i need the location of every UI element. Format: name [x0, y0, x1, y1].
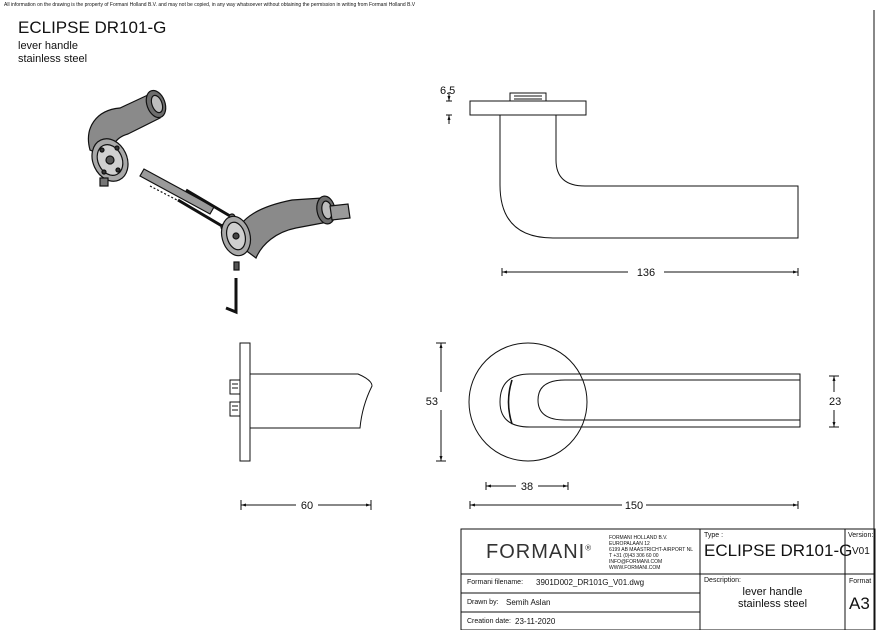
- copyright-disclaimer: All information on the drawing is the pr…: [4, 2, 416, 8]
- type-label: Type :: [704, 532, 724, 539]
- filename-value: 3901D002_DR101G_V01.dwg: [536, 578, 645, 587]
- description-line1: lever handle: [742, 586, 803, 598]
- dim-front-height: 23: [829, 396, 841, 408]
- company-name: FORMANI HOLLAND B.V.: [609, 535, 668, 541]
- description-label: Description:: [704, 577, 741, 584]
- top-view-spindle-boss: [509, 92, 547, 102]
- company-city: 6199 AB MAASTRICHT-AIRPORT NL: [609, 547, 694, 553]
- filename-label: Formani filename:: [467, 579, 524, 586]
- drawn-by-value: Semih Aslan: [506, 598, 551, 607]
- upper-lever: [88, 89, 167, 187]
- creation-date-value: 23-11-2020: [515, 617, 556, 626]
- top-view-lever-outline: [499, 115, 799, 239]
- dim-front-length: 150: [625, 500, 643, 512]
- exploded-assembly-view: [88, 89, 351, 315]
- drawing-subtitle-product: lever handle: [18, 40, 78, 52]
- side-view-rose: [239, 342, 251, 462]
- front-view-lever: [499, 373, 801, 428]
- front-view-rose: [468, 342, 588, 462]
- front-view: [436, 342, 839, 509]
- lower-lever: [220, 195, 351, 259]
- description-line2: stainless steel: [737, 598, 808, 610]
- dim-side-depth: 60: [301, 500, 313, 512]
- creation-date-label: Creation date:: [467, 618, 511, 625]
- version-value: V01: [852, 546, 870, 557]
- drawn-by-label: Drawn by:: [467, 599, 499, 606]
- dim-front-diameter: 53: [426, 396, 438, 408]
- formani-logo-text: FORMANI: [486, 541, 586, 563]
- dim-front-offset: 38: [521, 481, 533, 493]
- dim-top-length: 136: [637, 267, 655, 279]
- spindle: [139, 168, 215, 215]
- formani-logo: FORMANI®: [486, 541, 592, 564]
- side-view: [229, 342, 373, 510]
- company-email: INFO@FORMANI.COM: [609, 559, 663, 565]
- format-label: Format: [849, 578, 872, 585]
- drawing-title: ECLIPSE DR101-G: [18, 18, 167, 37]
- top-view-rose-plate: [469, 100, 587, 116]
- company-street: EUROPALAAN 12: [609, 541, 650, 547]
- format-value: A3: [849, 594, 870, 613]
- top-view: [446, 92, 799, 276]
- grub-screw-and-allen-key: [225, 261, 240, 315]
- company-phone: T +31 (0)43 306 60 00: [609, 553, 659, 559]
- company-website: WWW.FORMANI.COM: [609, 565, 661, 571]
- side-view-lever: [250, 373, 373, 429]
- type-value: ECLIPSE DR101-G: [704, 541, 853, 560]
- title-block-grid: [460, 528, 876, 630]
- dim-top-thickness: 6.5: [440, 85, 455, 97]
- company-address: FORMANI HOLLAND B.V. EUROPALAAN 12 6199 …: [609, 535, 693, 571]
- formani-logo-mark: ®: [585, 543, 593, 553]
- version-label: Version:: [848, 532, 874, 539]
- drawing-subtitle-material: stainless steel: [18, 53, 88, 65]
